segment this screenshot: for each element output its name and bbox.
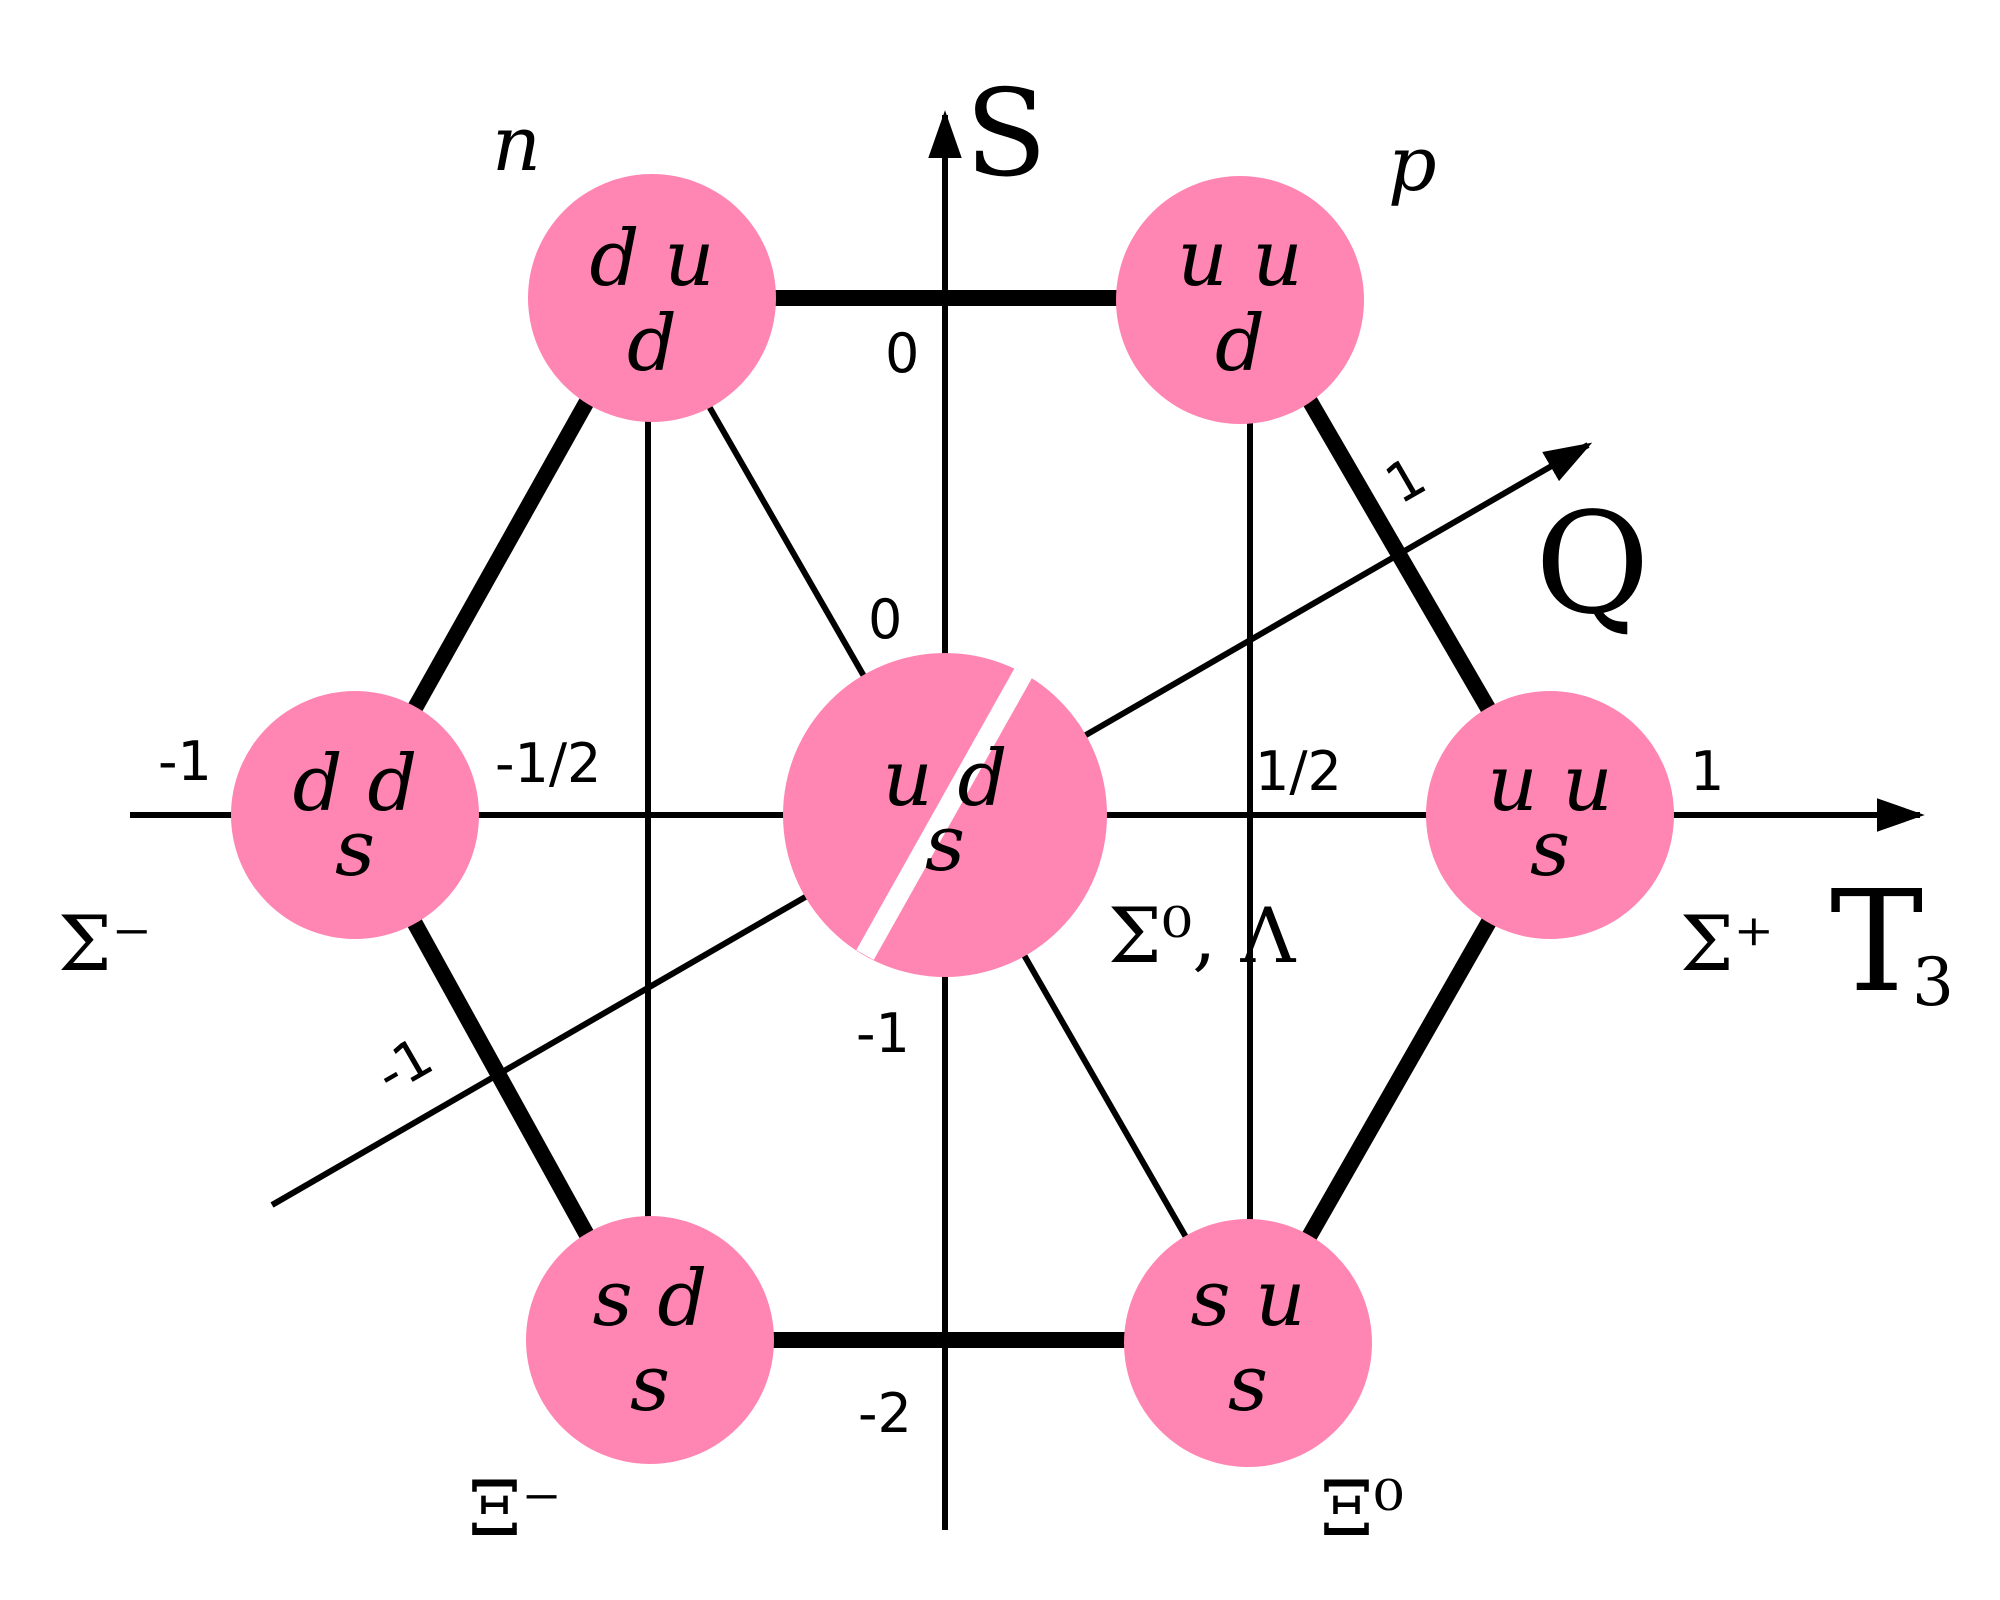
t3-tick-plus-1: 1 (1690, 740, 1724, 803)
q-axis-label: Q (1535, 483, 1650, 646)
node-sigma-plus: u u s (1426, 691, 1674, 939)
node-sigma-minus-quarks-top: d d (293, 739, 418, 829)
t3-axis-label: T (1830, 861, 1923, 1024)
node-xi-minus: s d s (526, 1216, 774, 1464)
s-axis-label: S (965, 65, 1047, 204)
node-p-circle (1116, 176, 1364, 424)
s-tick-minus-1: -1 (856, 1002, 910, 1065)
node-xi-zero-quarks-bottom: s (1228, 1339, 1268, 1429)
node-sigma-plus-quarks-top: u u (1487, 739, 1612, 829)
node-p-quarks-top: u u (1177, 214, 1302, 304)
q-tick-minus-1: -1 (365, 1025, 443, 1106)
s-tick-zero-mid: 0 (868, 588, 902, 651)
t3-tick-minus-half: -1/2 (495, 732, 601, 795)
node-sigma-minus-quarks-bottom: s (335, 804, 375, 894)
particle-label-sigma-zero-lambda: Σ⁰, Λ (1108, 891, 1297, 980)
node-p-quarks-bottom: d (1215, 299, 1265, 389)
node-xi-zero-quarks-top: s u (1190, 1254, 1305, 1344)
node-center-quarks-top: u d (883, 734, 1008, 824)
node-xi-zero: s u s (1124, 1219, 1372, 1467)
particle-label-xi-zero: Ξ⁰ (1320, 1464, 1404, 1553)
node-sigma-plus-circle (1426, 691, 1674, 939)
s-tick-minus-2: -2 (858, 1382, 912, 1445)
node-sigma-minus: d d s (231, 691, 479, 939)
axis-names: S T 3 Q (965, 65, 1954, 1024)
particle-label-xi-minus: Ξ⁻ (468, 1464, 562, 1553)
node-sigma-minus-circle (231, 691, 479, 939)
node-center: u d s (783, 653, 1107, 977)
node-xi-minus-quarks-top: s d (593, 1254, 708, 1344)
node-n-quarks-bottom: d (627, 299, 677, 389)
q-tick-plus-1: 1 (1375, 445, 1436, 517)
particle-label-p: p (1388, 119, 1437, 208)
node-n-quarks-top: d u (590, 214, 715, 304)
node-xi-minus-quarks-bottom: s (630, 1339, 670, 1429)
particle-label-sigma-plus: Σ⁺ (1680, 899, 1774, 988)
node-sigma-plus-quarks-bottom: s (1530, 804, 1570, 894)
node-n-circle (528, 174, 776, 422)
nodes: d u d u u d d d s u d s u u s s d s (231, 174, 1674, 1467)
node-n: d u d (528, 174, 776, 422)
node-center-split-line (856, 665, 1034, 960)
node-xi-minus-circle (526, 1216, 774, 1464)
node-center-quarks-bottom: s (925, 799, 965, 889)
tick-labels: -1 -1/2 1/2 1 0 0 -1 -2 1 -1 (158, 322, 1724, 1445)
t3-tick-half: 1/2 (1255, 740, 1342, 803)
particle-label-n: n (492, 99, 541, 188)
t3-axis-subscript: 3 (1912, 944, 1954, 1021)
particle-label-sigma-minus: Σ⁻ (58, 899, 152, 988)
t3-tick-minus-1: -1 (158, 730, 212, 793)
node-p: u u d (1116, 176, 1364, 424)
s-tick-zero-top: 0 (885, 322, 919, 385)
particle-labels: n p Σ⁻ Σ⁰, Λ Σ⁺ Ξ⁻ Ξ⁰ (58, 99, 1774, 1553)
node-xi-zero-circle (1124, 1219, 1372, 1467)
